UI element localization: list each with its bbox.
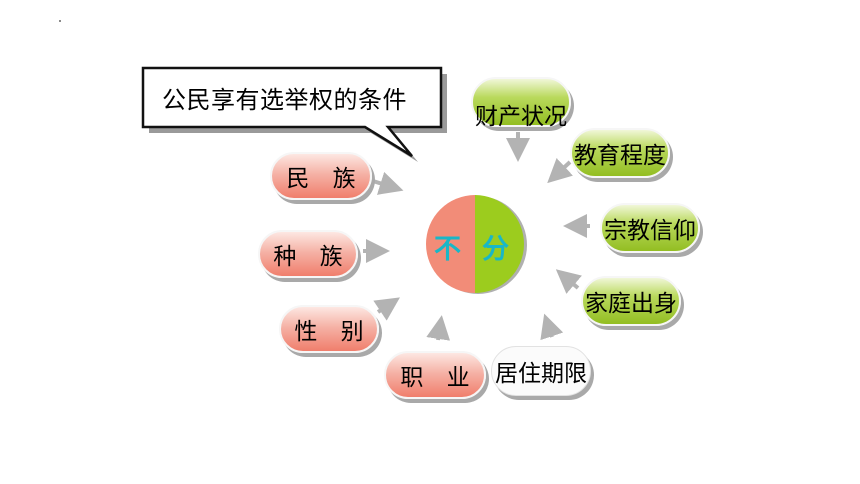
node-jiating-label: 家庭出身 — [585, 291, 677, 317]
node-caichan: 财产状况 — [471, 77, 571, 130]
arrow-jiating — [555, 269, 582, 294]
arrow-zhiye — [426, 315, 451, 341]
node-jiaoyu-label: 教育程度 — [574, 143, 666, 169]
node-xingbie: 性 别 — [279, 305, 379, 353]
center-circle-right — [475, 195, 524, 293]
node-jiating: 家庭出身 — [581, 276, 681, 326]
node-zhongzu: 种 族 — [258, 230, 358, 278]
arrow-jiaoyu — [547, 158, 573, 184]
node-zhiye: 职 业 — [384, 351, 486, 399]
node-zhiye-label: 职 业 — [400, 365, 478, 391]
node-caichan-label: 财产状况 — [475, 104, 567, 130]
center-circle-left — [426, 195, 475, 293]
node-jiaoyu: 教育程度 — [570, 128, 670, 178]
node-xingbie-label: 性 别 — [294, 319, 372, 345]
node-juzhu: 居住期限 — [491, 346, 591, 396]
callout-title: 公民享有选举权的条件 — [162, 86, 407, 114]
node-zhongzu-label: 种 族 — [273, 244, 351, 270]
node-juzhu-label: 居住期限 — [495, 361, 587, 387]
arrow-xingbie — [373, 297, 400, 321]
node-minzu: 民 族 — [270, 152, 372, 200]
node-zongjiao: 宗教信仰 — [600, 203, 700, 253]
center-text-right: 分 — [482, 234, 509, 265]
center-text-left: 不 — [434, 234, 461, 265]
dot-mark — [59, 20, 61, 22]
node-zongjiao-label: 宗教信仰 — [604, 218, 696, 244]
arrow-minzu — [372, 171, 404, 195]
arrow-juzhu — [540, 313, 564, 341]
callout-bubble — [141, 66, 443, 158]
node-minzu-label: 民 族 — [286, 166, 364, 192]
